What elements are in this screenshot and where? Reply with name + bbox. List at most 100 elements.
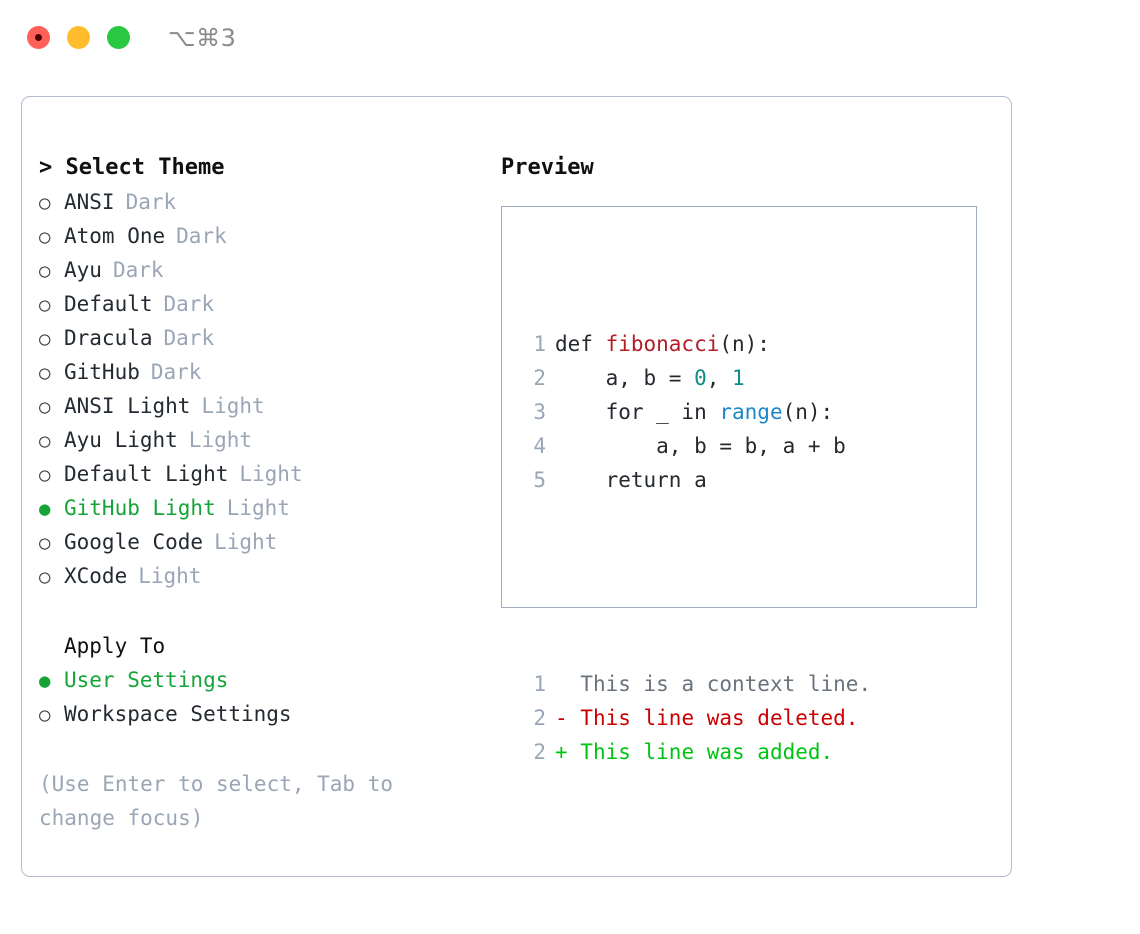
theme-option-label: XCode xyxy=(64,564,128,588)
diff-line-text: + This line was added. xyxy=(546,735,833,769)
apply-to-heading: Apply To xyxy=(64,634,166,658)
diff-line-body: This line was added. xyxy=(567,740,834,764)
select-theme-heading-label: Select Theme xyxy=(65,155,225,180)
code-line-number: 5 xyxy=(533,468,546,492)
theme-option-label: Default xyxy=(64,292,153,316)
radio-unselected-icon: ○ xyxy=(39,704,51,726)
keyboard-hint-text: (Use Enter to select, Tab to change focu… xyxy=(39,772,406,830)
radio-unselected-icon: ○ xyxy=(39,566,51,588)
traffic-lights xyxy=(27,26,130,49)
theme-option-label: Ayu Light xyxy=(64,428,178,452)
theme-option-label: Atom One xyxy=(64,224,166,248)
radio-unselected-icon: ○ xyxy=(39,226,51,248)
theme-option-label: GitHub xyxy=(64,360,140,384)
radio-unselected-icon: ○ xyxy=(39,328,51,350)
code-line-number: 1 xyxy=(533,332,546,356)
theme-variant-badge: Dark xyxy=(112,258,164,282)
code-token: a, b = xyxy=(555,366,695,390)
diff-marker: - xyxy=(555,706,568,730)
radio-unselected-icon: ○ xyxy=(39,260,51,282)
code-line-text: def fibonacci(n): xyxy=(546,327,770,361)
theme-variant-badge: Dark xyxy=(163,326,215,350)
theme-option-label: ANSI xyxy=(64,190,115,214)
theme-variant-badge: Light xyxy=(201,394,265,418)
apply-to-option-row[interactable]: ○Workspace Settings xyxy=(39,697,479,731)
diff-line: 1 This is a context line. xyxy=(520,667,871,701)
code-line-number: 2 xyxy=(533,366,546,390)
apply-to-list: ● User Settings ○Workspace Settings xyxy=(39,663,479,731)
code-line-text: return a xyxy=(546,463,707,497)
code-line-text: a, b = b, a + b xyxy=(546,429,846,463)
code-token: 0 xyxy=(694,366,707,390)
minimize-window-icon[interactable] xyxy=(67,26,90,49)
code-token: range xyxy=(719,400,783,424)
theme-variant-badge: Dark xyxy=(125,190,177,214)
theme-variant-badge: Light xyxy=(214,530,278,554)
diff-line-number: 2 xyxy=(533,740,546,764)
code-line: 3 for _ in range(n): xyxy=(520,395,871,429)
code-token: def xyxy=(555,332,606,356)
diff-marker xyxy=(555,672,568,696)
theme-option-row[interactable]: ○ Default Dark xyxy=(39,287,479,321)
close-window-icon[interactable] xyxy=(27,26,50,49)
theme-option-row[interactable]: ○ ANSI Light Light xyxy=(39,389,479,423)
radio-selected-icon: ● xyxy=(39,670,51,692)
diff-line-number: 2 xyxy=(533,706,546,730)
code-line-text: a, b = 0, 1 xyxy=(546,361,745,395)
theme-variant-badge: Light xyxy=(138,564,202,588)
diff-line-text: This is a context line. xyxy=(546,667,871,701)
code-line-number: 4 xyxy=(533,434,546,458)
theme-variant-badge: Dark xyxy=(176,224,227,248)
theme-variant-badge: Dark xyxy=(163,292,215,316)
apply-to-option-row[interactable]: ● User Settings xyxy=(39,663,479,697)
theme-option-label: ANSI Light xyxy=(64,394,191,418)
radio-unselected-icon: ○ xyxy=(39,396,51,418)
code-token: , xyxy=(706,366,733,390)
theme-variant-badge: Light xyxy=(226,496,290,520)
theme-option-label: Google Code xyxy=(64,530,204,554)
apply-to-section: Apply To ● User Settings ○Workspace Settin… xyxy=(39,629,479,731)
diff-line-body: This line was deleted. xyxy=(567,706,859,730)
diff-line: 2+ This line was added. xyxy=(520,735,871,769)
prompt-caret-icon: > xyxy=(39,155,53,180)
code-line: 2 a, b = 0, 1 xyxy=(520,361,871,395)
diff-line-text: - This line was deleted. xyxy=(546,701,858,735)
keyboard-shortcut-label: ⌥⌘3 xyxy=(168,24,237,52)
theme-option-row[interactable]: ○ XCode Light xyxy=(39,559,479,593)
code-token: (n): xyxy=(782,400,834,424)
diff-sample: 1 This is a context line.2- This line wa… xyxy=(520,667,871,769)
theme-variant-badge: Light xyxy=(239,462,303,486)
code-token: 1 xyxy=(732,366,745,390)
radio-unselected-icon: ○ xyxy=(39,294,51,316)
maximize-window-icon[interactable] xyxy=(107,26,130,49)
radio-selected-icon: ● xyxy=(39,498,51,520)
radio-unselected-icon: ○ xyxy=(39,430,51,452)
preview-heading: Preview xyxy=(501,155,594,180)
apply-to-option-label: User Settings xyxy=(64,668,229,692)
code-line-number: 3 xyxy=(533,400,546,424)
code-line-text: for _ in range(n): xyxy=(546,395,834,429)
code-line: 4 a, b = b, a + b xyxy=(520,429,871,463)
radio-unselected-icon: ○ xyxy=(39,362,51,384)
code-token: (n): xyxy=(719,332,770,356)
diff-line: 2- This line was deleted. xyxy=(520,701,871,735)
code-token: a, b = b, a + b xyxy=(555,434,846,458)
select-theme-heading: > Select Theme xyxy=(39,151,479,185)
theme-option-row[interactable]: ○ Atom One Dark xyxy=(39,219,479,253)
